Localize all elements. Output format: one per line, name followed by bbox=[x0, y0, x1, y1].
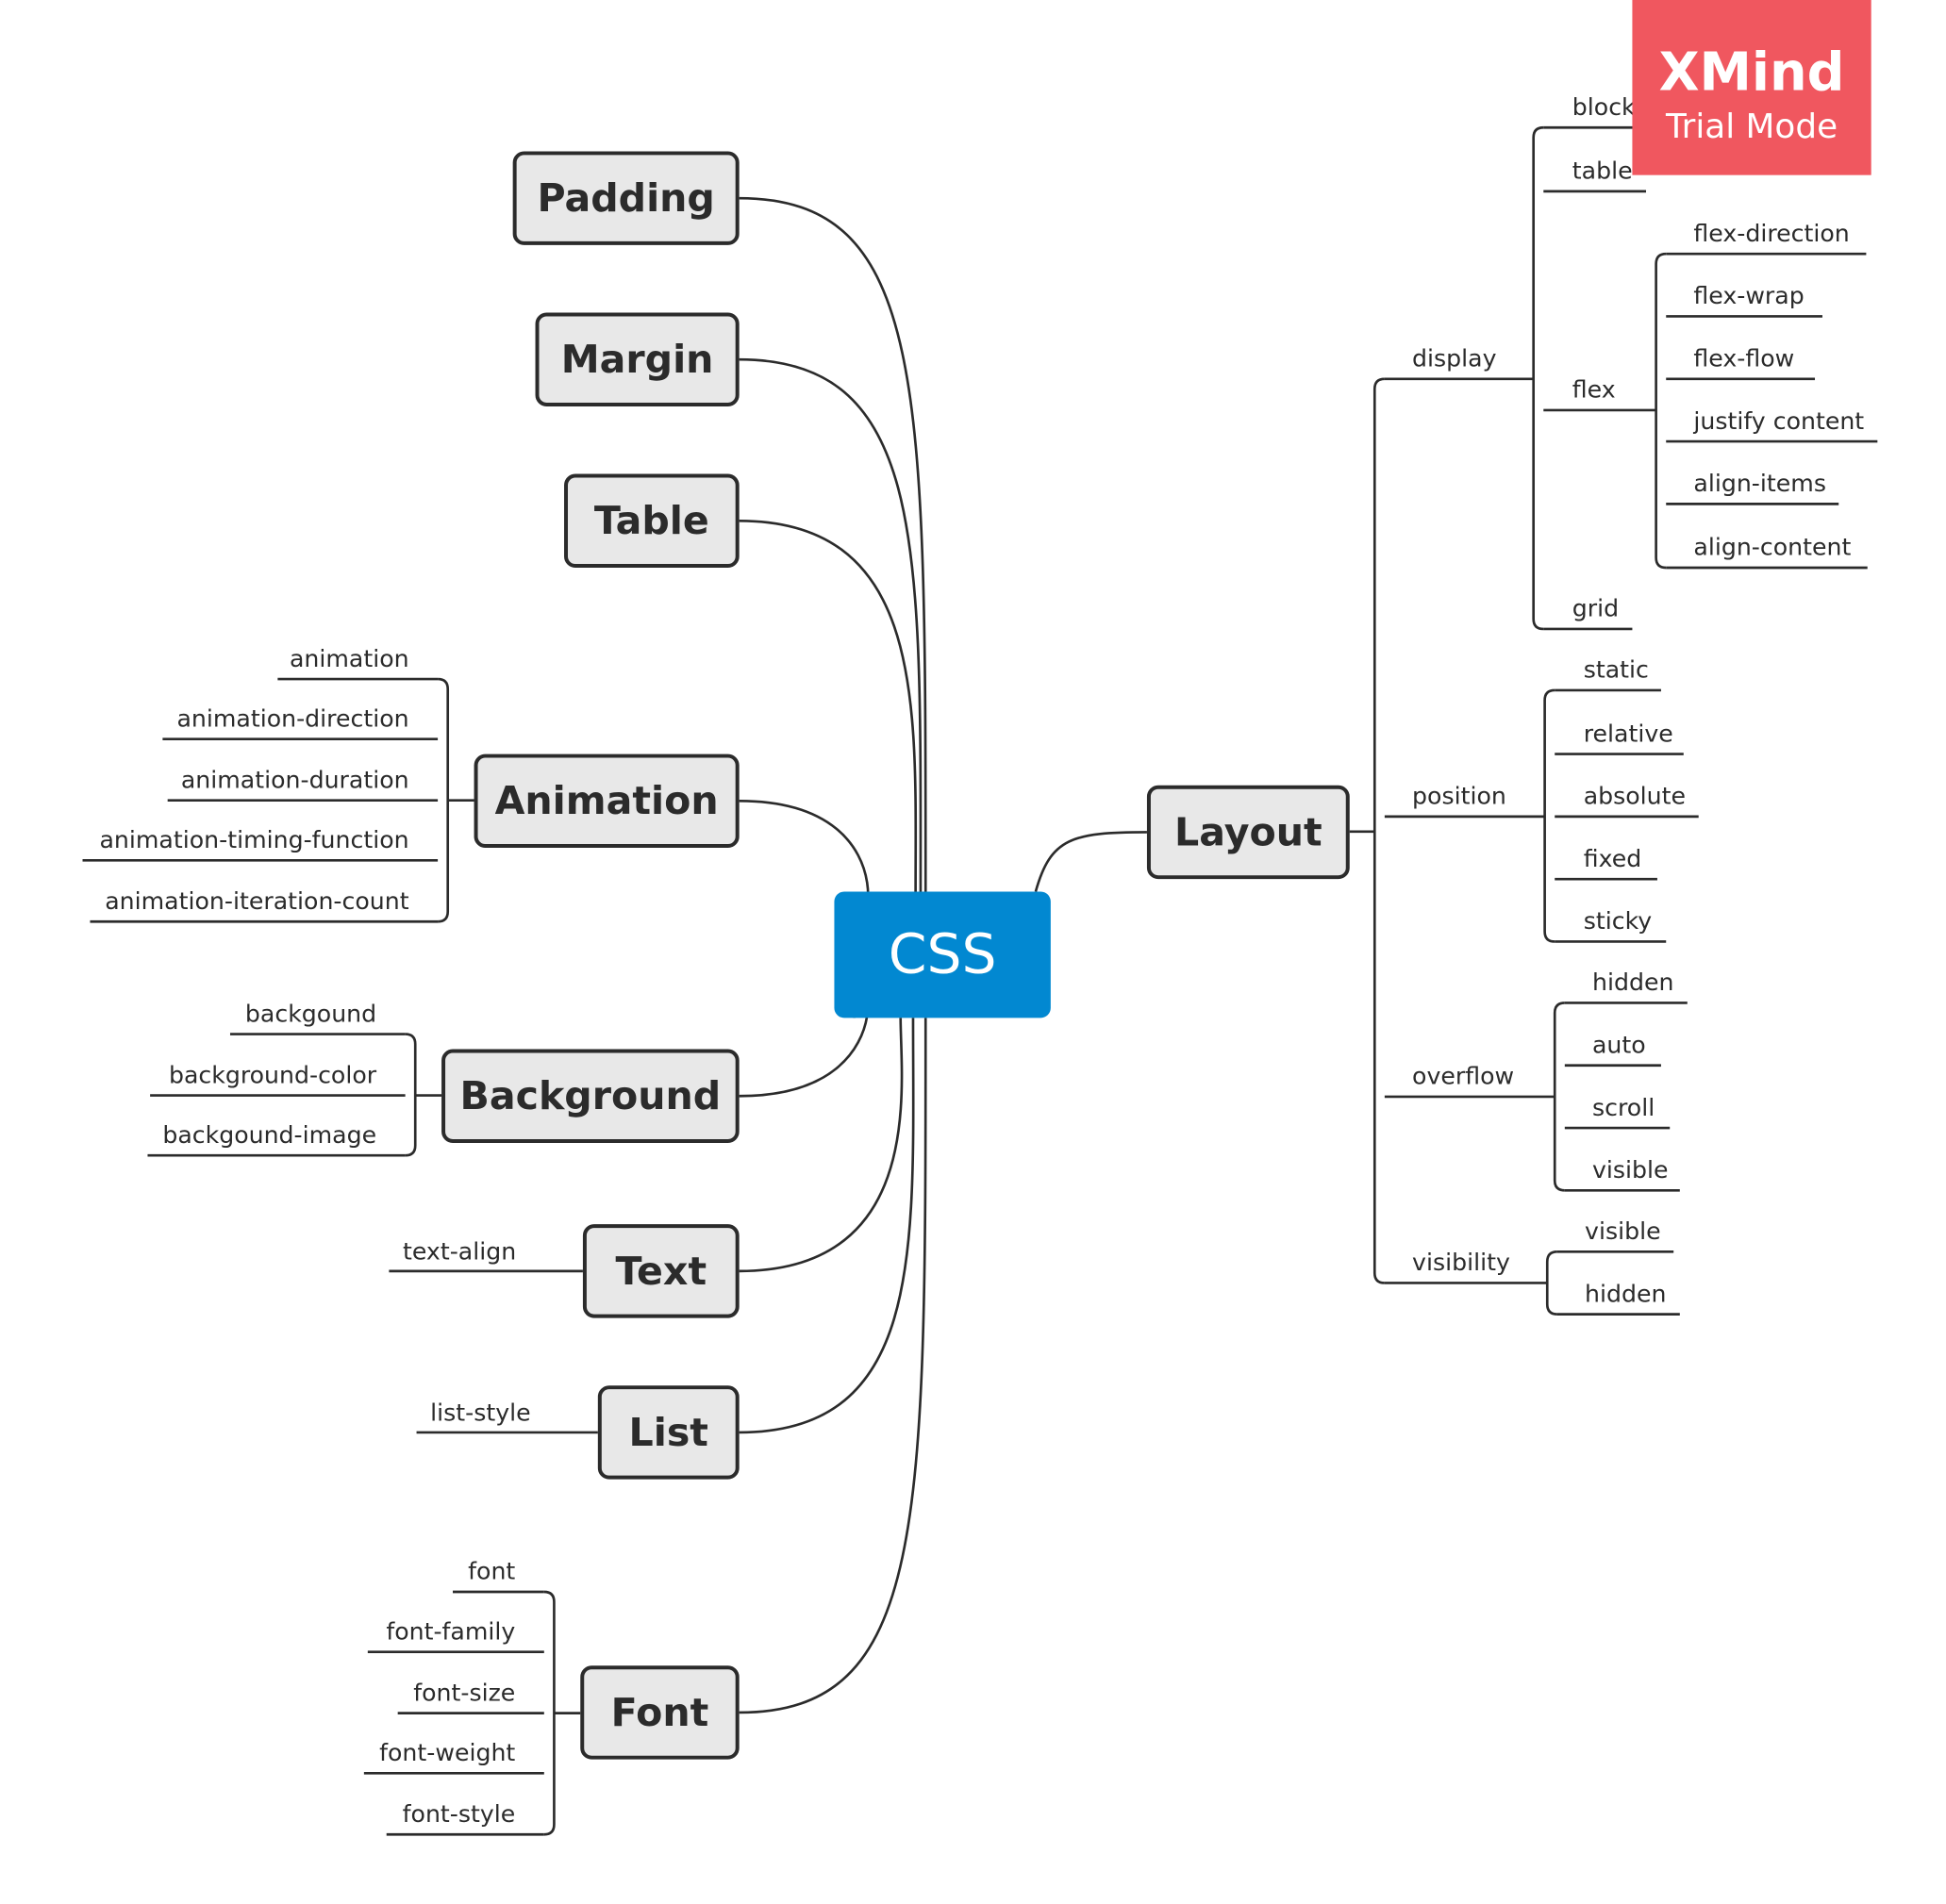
group-position[interactable]: position bbox=[1412, 783, 1506, 811]
connector-padding bbox=[739, 196, 927, 892]
topic-text[interactable]: Text bbox=[582, 1224, 740, 1318]
visibility-visible[interactable]: visible bbox=[1585, 1217, 1661, 1246]
subtopic-backgound[interactable]: backgound bbox=[244, 1000, 377, 1028]
position-static[interactable]: static bbox=[1583, 656, 1649, 685]
overflow-hidden[interactable]: hidden bbox=[1591, 969, 1674, 997]
subtopic-text-align[interactable]: text-align bbox=[402, 1237, 517, 1266]
topic-background[interactable]: Background bbox=[441, 1049, 740, 1143]
xmind-trial-watermark: XMind Trial Mode bbox=[1632, 0, 1871, 175]
watermark-subtitle: Trial Mode bbox=[1666, 108, 1838, 147]
subtopic-backgound-image[interactable]: backgound-image bbox=[162, 1121, 377, 1150]
display-block[interactable]: block bbox=[1572, 93, 1636, 122]
topic-padding[interactable]: Padding bbox=[512, 151, 740, 245]
visibility-trunk bbox=[1545, 1250, 1557, 1316]
layout-trunk bbox=[1372, 377, 1385, 1284]
display-trunk bbox=[1532, 125, 1544, 631]
connector-table bbox=[739, 519, 918, 892]
subtopic-font-weight[interactable]: font-weight bbox=[379, 1739, 516, 1767]
flex-align-items[interactable]: align-items bbox=[1693, 470, 1826, 498]
overflow-scroll[interactable]: scroll bbox=[1591, 1094, 1655, 1122]
topic-table[interactable]: Table bbox=[564, 473, 740, 569]
branch-animation-trunk bbox=[438, 677, 450, 923]
subtopic-animation-iteration-count[interactable]: animation-iteration-count bbox=[105, 887, 409, 916]
topic-font[interactable]: Font bbox=[580, 1665, 740, 1760]
group-display[interactable]: display bbox=[1412, 344, 1497, 373]
flex-flex-direction[interactable]: flex-direction bbox=[1693, 220, 1850, 248]
connector-layout bbox=[1034, 831, 1147, 892]
subtopic-animation[interactable]: animation bbox=[289, 645, 409, 673]
position-relative[interactable]: relative bbox=[1583, 720, 1673, 748]
topic-animation[interactable]: Animation bbox=[474, 753, 740, 849]
subtopic-font-style[interactable]: font-style bbox=[402, 1800, 516, 1829]
flex-flex-wrap[interactable]: flex-wrap bbox=[1693, 282, 1805, 310]
overflow-visible[interactable]: visible bbox=[1591, 1156, 1669, 1184]
subtopic-animation-timing-function[interactable]: animation-timing-function bbox=[99, 826, 409, 854]
visibility-hidden[interactable]: hidden bbox=[1585, 1280, 1667, 1308]
position-sticky[interactable]: sticky bbox=[1583, 907, 1653, 935]
subtopic-font-family[interactable]: font-family bbox=[386, 1617, 516, 1647]
subtopic-background-color[interactable]: background-color bbox=[168, 1061, 377, 1089]
flex-align-content[interactable]: align-content bbox=[1693, 534, 1852, 562]
position-trunk bbox=[1543, 688, 1555, 943]
subtopic-animation-duration[interactable]: animation-duration bbox=[180, 766, 409, 795]
display-table[interactable]: table bbox=[1572, 157, 1633, 186]
overflow-auto[interactable]: auto bbox=[1591, 1031, 1646, 1060]
overflow-trunk bbox=[1553, 1002, 1565, 1192]
watermark-title: XMind bbox=[1658, 41, 1845, 103]
subtopic-animation-direction[interactable]: animation-direction bbox=[176, 704, 409, 734]
flex-trunk bbox=[1655, 252, 1667, 570]
branch-font-trunk bbox=[543, 1590, 556, 1836]
branch-background-trunk bbox=[405, 1033, 417, 1157]
display-flex[interactable]: flex bbox=[1572, 376, 1616, 405]
topic-list[interactable]: List bbox=[597, 1385, 740, 1480]
group-overflow[interactable]: overflow bbox=[1412, 1063, 1515, 1091]
topic-layout[interactable]: Layout bbox=[1146, 785, 1350, 880]
central-topic[interactable]: CSS bbox=[834, 891, 1051, 1018]
subtopic-font-size[interactable]: font-size bbox=[413, 1679, 516, 1707]
topic-margin[interactable]: Margin bbox=[535, 312, 740, 406]
position-absolute[interactable]: absolute bbox=[1583, 783, 1687, 811]
subtopic-font[interactable]: font bbox=[468, 1558, 516, 1586]
connector-margin bbox=[739, 357, 923, 892]
connector-text bbox=[739, 1018, 904, 1273]
flex-flex-flow[interactable]: flex-flow bbox=[1693, 344, 1795, 373]
connector-list bbox=[739, 1018, 915, 1434]
position-fixed[interactable]: fixed bbox=[1583, 845, 1642, 873]
connector-font bbox=[739, 1018, 927, 1714]
display-grid[interactable]: grid bbox=[1572, 595, 1620, 623]
flex-justify-content[interactable]: justify content bbox=[1693, 407, 1865, 436]
group-visibility[interactable]: visibility bbox=[1412, 1249, 1510, 1277]
subtopic-list-style[interactable]: list-style bbox=[430, 1399, 531, 1427]
